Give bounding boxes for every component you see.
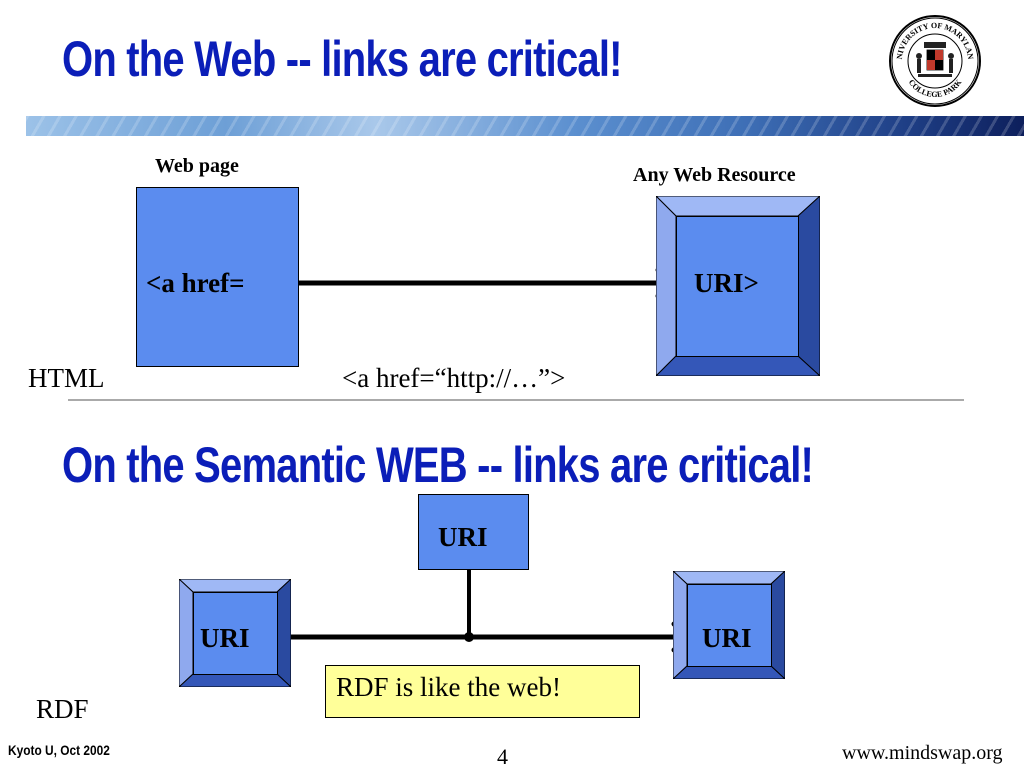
object-uri-box (672, 570, 785, 679)
href-source-text: <a href= (146, 268, 245, 298)
predicate-uri-box (418, 494, 529, 570)
web-resource-box (655, 195, 820, 376)
object-uri-text: URI (702, 623, 752, 653)
rdf-link-arrow (265, 621, 693, 653)
predicate-uri-text: URI (438, 522, 488, 552)
href-target-text: URI> (694, 268, 759, 298)
predicate-connector (464, 570, 474, 642)
web-page-label: Web page (155, 155, 239, 177)
html-label: HTML (28, 363, 105, 393)
subject-uri-box (178, 578, 291, 687)
footer-event: Kyoto U, Oct 2002 (8, 742, 110, 758)
university-of-maryland-seal-icon: UNIVERSITY OF MARYLAND COLLEGE PARK (885, 7, 982, 108)
rdf-label: RDF (36, 694, 89, 724)
header-banner-texture (26, 116, 1024, 136)
slide-title: On the Web -- links are critical! (62, 31, 622, 87)
header-banner (26, 116, 1024, 136)
any-web-resource-label: Any Web Resource (633, 164, 796, 186)
html-example-code: <a href=“http://…”> (342, 363, 566, 393)
rdf-note: RDF is like the web! (325, 665, 640, 718)
footer-url[interactable]: www.mindswap.org (842, 742, 1003, 764)
web-page-box (136, 187, 299, 367)
semantic-web-title: On the Semantic WEB -- links are critica… (62, 437, 814, 493)
subject-uri-text: URI (200, 623, 250, 653)
page-number: 4 (497, 744, 508, 769)
web-link-arrow (277, 267, 677, 299)
